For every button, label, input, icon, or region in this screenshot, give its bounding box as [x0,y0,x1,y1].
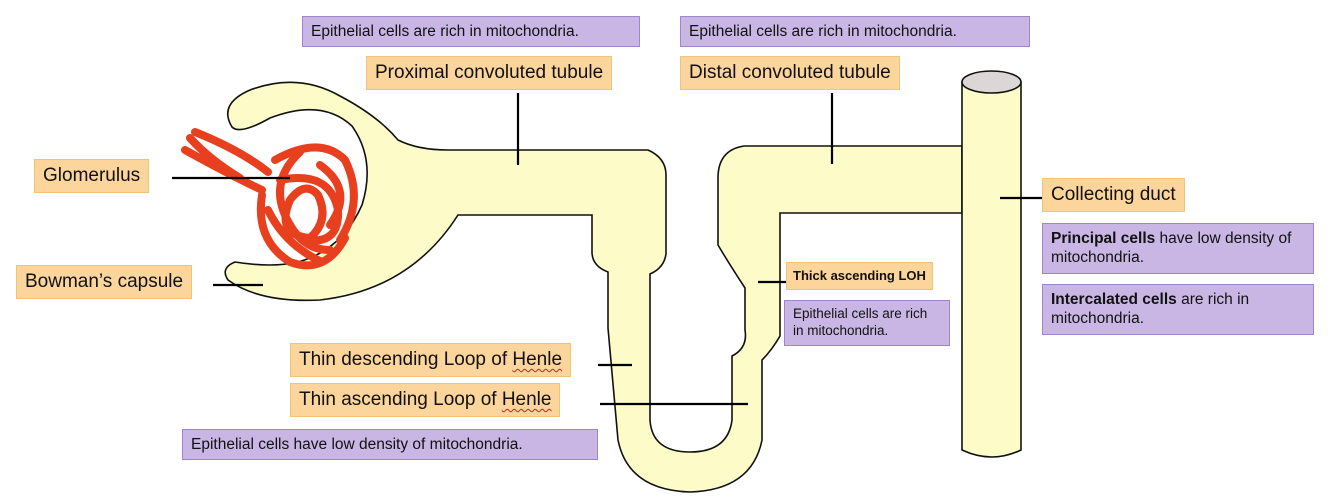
note-thick-ascending: Epithelial cells are rich in mitochondri… [784,300,950,346]
label-distal-tubule: Distal convoluted tubule [680,56,900,90]
nephron-tubule [224,81,963,493]
intercalated-cells-term: Intercalated cells [1051,291,1177,308]
collecting-duct-opening [961,70,1022,94]
label-thin-descending-text: Thin descending Loop of [299,349,513,370]
glomerulus-tuft [181,128,358,270]
collecting-duct-tube [961,81,1022,458]
label-thin-descending: Thin descending Loop of Henle [290,343,572,377]
label-thin-ascending: Thin ascending Loop of Henle [290,383,561,417]
note-distal: Epithelial cells are rich in mitochondri… [680,16,1030,48]
principal-cells-text: have low density of mitochondria. [1051,230,1292,267]
note-intercalated-cells: Intercalated cells are rich in mitochond… [1042,284,1314,335]
principal-cells-term: Principal cells [1051,230,1156,247]
label-thin-descending-henle: Henle [512,349,563,370]
intercalated-cells-text: are rich in mitochondria. [1051,291,1250,328]
label-bowmans-capsule: Bowman’s capsule [16,265,193,299]
note-principal-cells: Principal cells have low density of mito… [1042,223,1314,274]
label-thin-ascending-text: Thin ascending Loop of [299,389,502,410]
label-thick-ascending: Thick ascending LOH [786,262,933,291]
label-thin-ascending-henle: Henle [501,389,552,410]
pointer-lines [172,93,1042,406]
label-glomerulus: Glomerulus [34,159,150,193]
note-thin-loop: Epithelial cells have low density of mit… [182,429,598,461]
label-collecting-duct: Collecting duct [1042,178,1185,212]
label-proximal-tubule: Proximal convoluted tubule [366,56,613,90]
note-proximal: Epithelial cells are rich in mitochondri… [302,16,640,48]
